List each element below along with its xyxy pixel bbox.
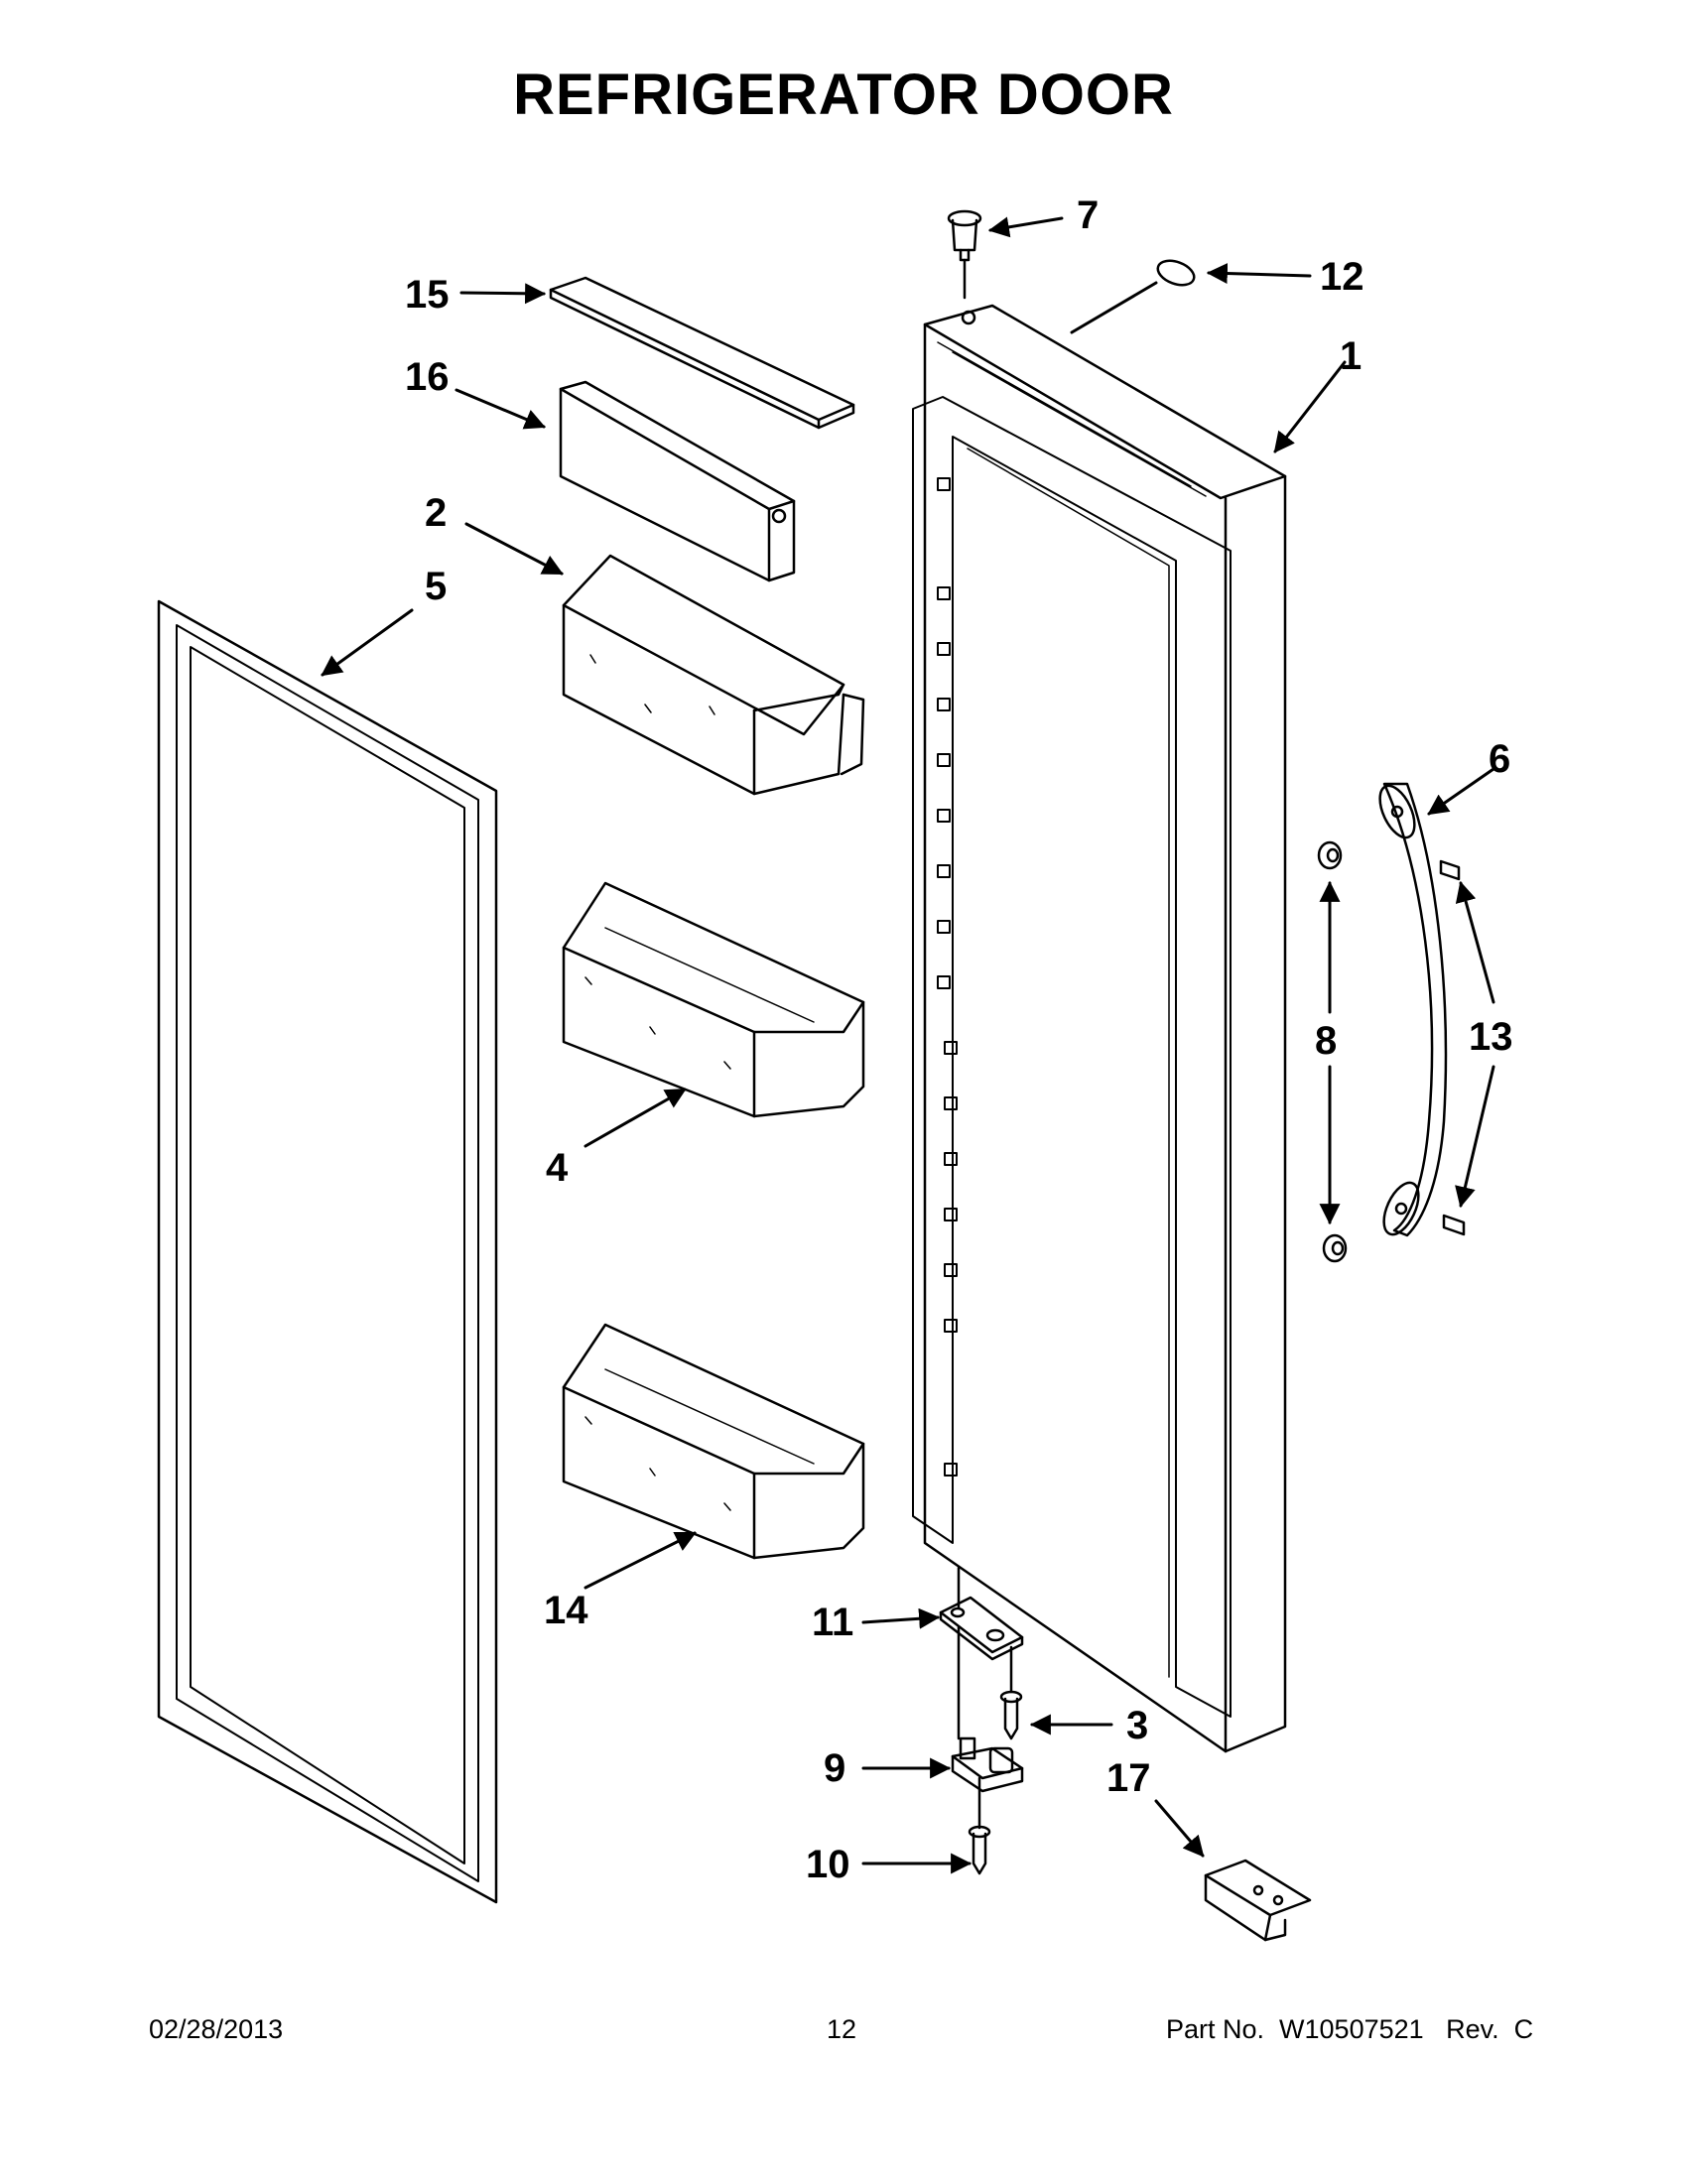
callout-11: 11 xyxy=(812,1601,853,1644)
callout-leaders xyxy=(321,216,1495,1874)
callout-13: 13 xyxy=(1469,1015,1513,1059)
callout-14: 14 xyxy=(544,1589,588,1632)
callout-5: 5 xyxy=(425,565,447,608)
bin-cover-part xyxy=(549,276,855,430)
callout-8: 8 xyxy=(1315,1019,1337,1063)
dairy-bin-part xyxy=(562,554,865,796)
callout-3: 3 xyxy=(1126,1704,1148,1747)
page-title: REFRIGERATOR DOOR xyxy=(513,63,1174,127)
callout-12: 12 xyxy=(1320,255,1364,299)
callout-17: 17 xyxy=(1106,1756,1151,1800)
door-bin-part xyxy=(562,881,865,1118)
callout-2: 2 xyxy=(425,491,447,535)
assembly-lines xyxy=(957,258,1013,1830)
callout-4: 4 xyxy=(546,1146,569,1190)
bracket-part xyxy=(1204,1859,1312,1942)
o-ring-part xyxy=(1156,259,1196,287)
set-screw-part xyxy=(1439,859,1466,1236)
footer-date: 02/28/2013 xyxy=(149,2014,284,2044)
callout-15: 15 xyxy=(405,273,450,317)
callout-7: 7 xyxy=(1077,193,1099,237)
door-assembly-part xyxy=(912,304,1287,1753)
bin-panel-part xyxy=(559,380,796,582)
handle-spacer-part xyxy=(1317,840,1348,1263)
callout-6: 6 xyxy=(1489,737,1510,781)
screw-part xyxy=(999,1690,1023,1740)
callout-1: 1 xyxy=(1340,334,1362,378)
hinge-shim-part xyxy=(939,1596,1024,1661)
shelf-clip-row xyxy=(937,477,958,1477)
screw-lower-part xyxy=(968,1825,991,1875)
hinge-pin-part xyxy=(947,209,982,262)
door-gasket-part xyxy=(157,599,498,1904)
door-handle-part xyxy=(1378,782,1448,1237)
callout-10: 10 xyxy=(806,1843,850,1886)
callout-9: 9 xyxy=(824,1746,845,1790)
footer-page-number: 12 xyxy=(827,2014,857,2044)
callout-16: 16 xyxy=(405,355,450,399)
lower-hinge-part xyxy=(951,1736,1024,1793)
door-bin-lower-part xyxy=(562,1323,865,1560)
footer-part-number: Part No. W10507521 Rev. C xyxy=(1166,2014,1534,2044)
